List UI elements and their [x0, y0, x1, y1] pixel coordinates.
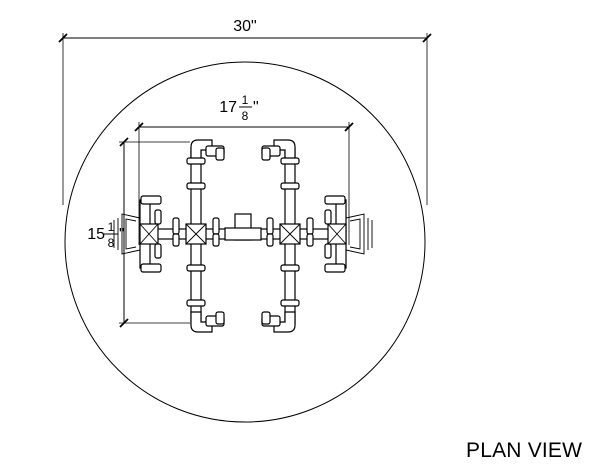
- right-nozzle: [345, 213, 373, 255]
- frame-width-dimension: 17 1 8 ": [134, 93, 354, 245]
- overall-width-dimension: 30": [58, 18, 432, 205]
- left-nozzle: [113, 213, 141, 255]
- tee-cross-marks: [139, 223, 347, 245]
- pipe-frame: [139, 139, 347, 333]
- view-title: PLAN VIEW: [466, 439, 583, 462]
- base-circle: [64, 61, 426, 423]
- frame-depth-numerator: 1: [108, 220, 115, 234]
- frame-depth-whole: 15: [87, 226, 105, 243]
- overall-width-label: 30": [233, 18, 256, 35]
- frame-depth-denominator: 8: [108, 236, 115, 250]
- frame-width-whole: 17: [219, 99, 237, 116]
- frame-width-numerator: 1: [242, 93, 249, 107]
- frame-width-unit: ": [253, 99, 259, 116]
- frame-width-denominator: 8: [242, 109, 249, 123]
